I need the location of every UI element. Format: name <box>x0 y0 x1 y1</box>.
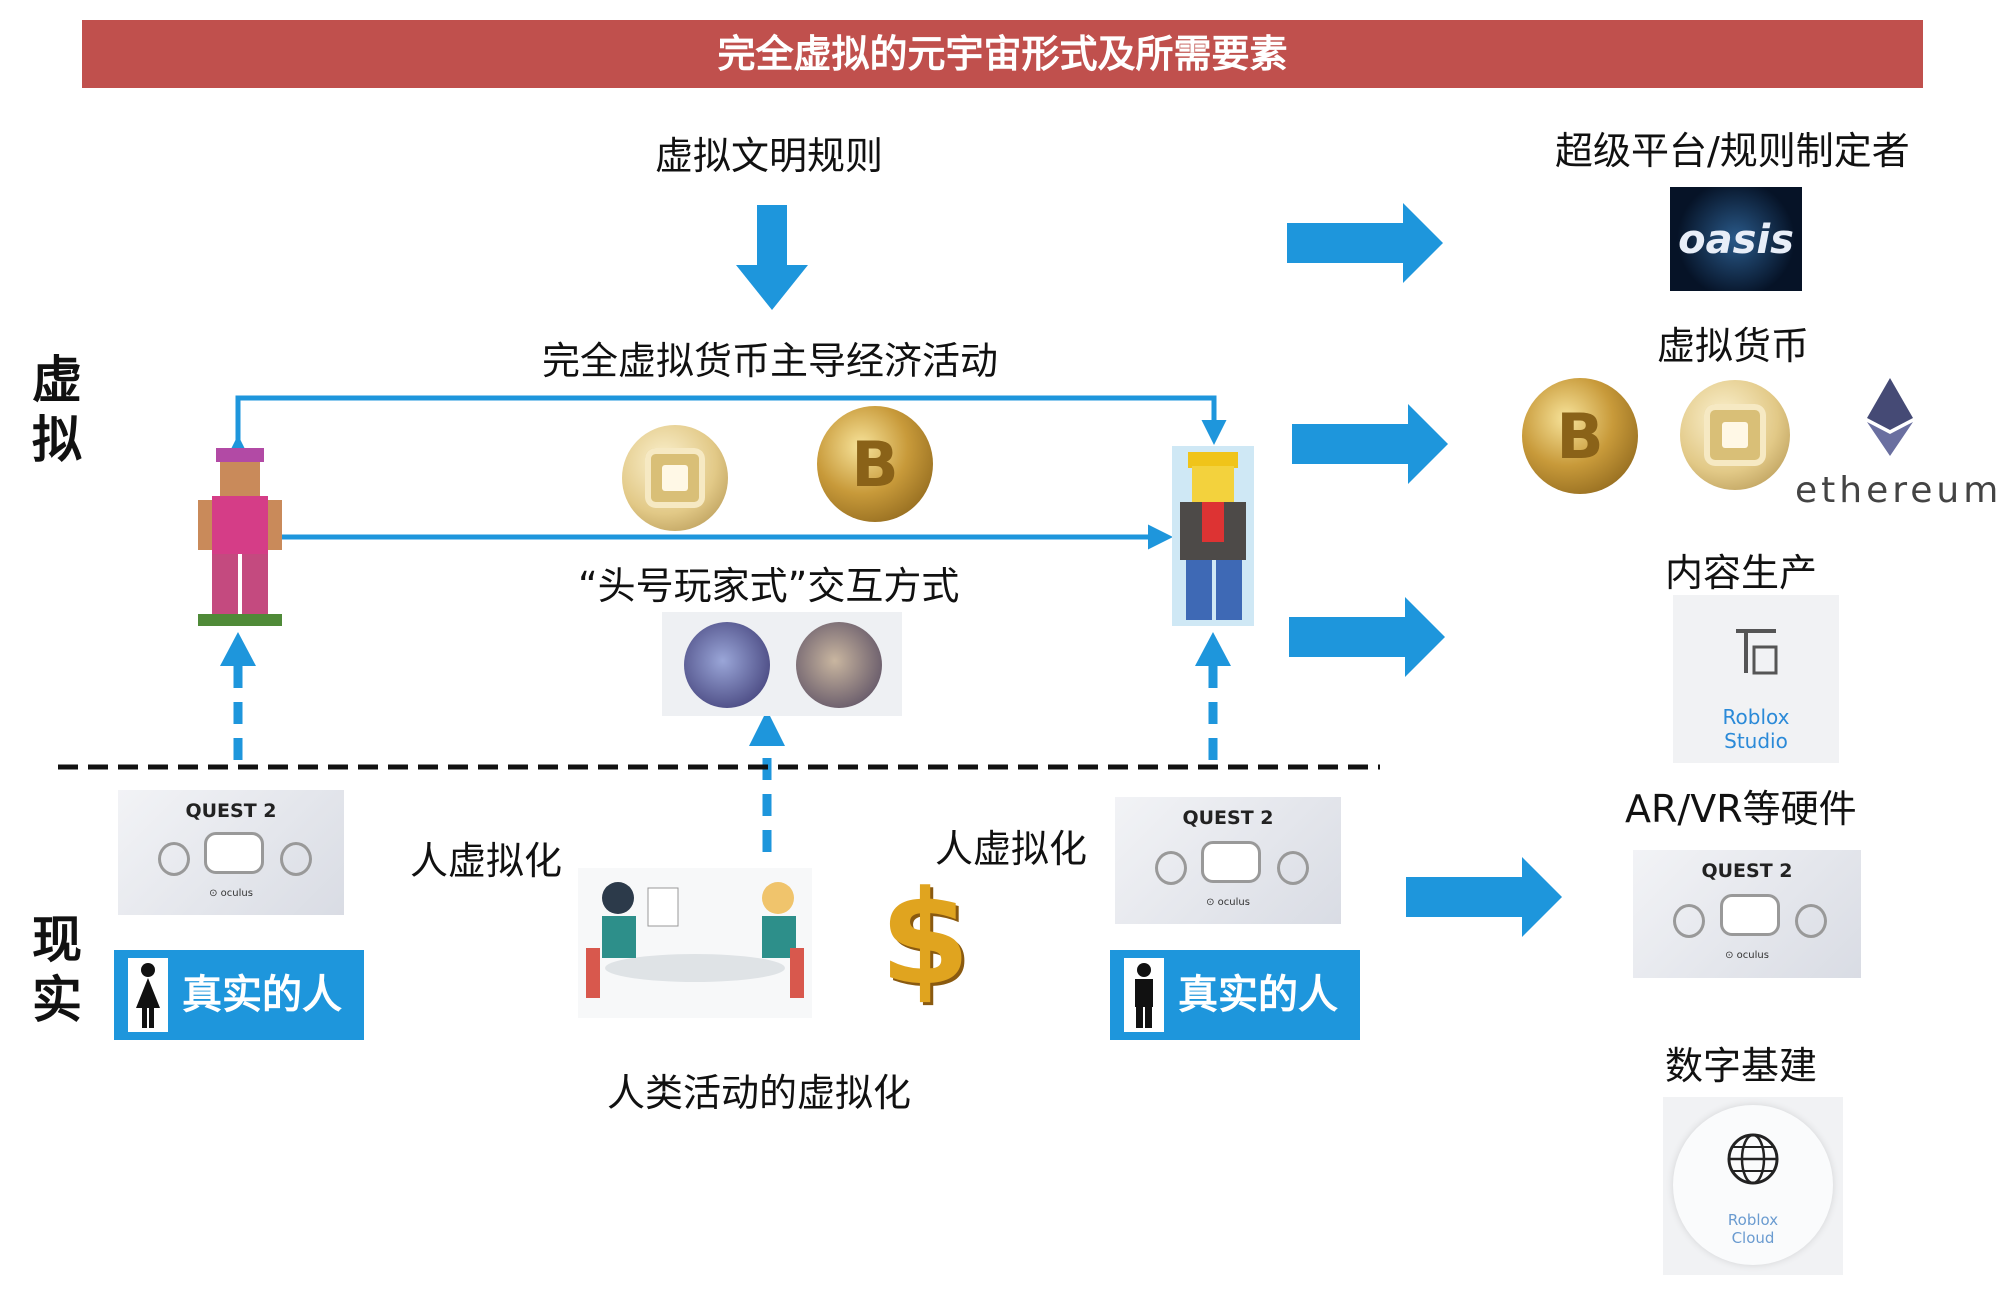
robux-coin-icon <box>622 425 728 531</box>
interaction-thumbnails <box>662 612 902 716</box>
controller-icon <box>280 842 312 876</box>
avatar-right <box>1172 446 1254 626</box>
real-person-text: 真实的人 <box>182 972 342 1018</box>
roblox-word: Roblox <box>1727 1211 1779 1229</box>
ethereum-icon <box>1867 378 1913 456</box>
human-activity-label: 人类活动的虚拟化 <box>607 1071 912 1115</box>
controller-icon <box>1795 904 1827 938</box>
headset-icon <box>1720 894 1780 936</box>
robux-coin-icon <box>1680 380 1790 490</box>
big-right-arrow <box>1287 203 1443 283</box>
headset-icon <box>1201 841 1261 883</box>
virtualize-label-left: 人虚拟化 <box>410 839 563 883</box>
title-banner: 完全虚拟的元宇宙形式及所需要素 <box>82 20 1923 88</box>
crane-icon <box>1736 629 1778 675</box>
quest-title: QUEST 2 <box>185 800 277 822</box>
globe-icon <box>1727 1133 1779 1185</box>
currency-label: 虚拟货币 <box>1657 324 1810 368</box>
roblox-word: Roblox <box>1722 705 1790 729</box>
game-thumbnail-icon <box>684 622 770 708</box>
side-label-virtual: 虚 拟 <box>32 350 92 470</box>
side-char: 虚 <box>32 351 82 409</box>
controller-icon <box>1277 851 1309 885</box>
bitcoin-coin-icon: B <box>817 406 933 522</box>
oculus-logo: ⊙ oculus <box>1206 897 1250 908</box>
economy-label: 完全虚拟货币主导经济活动 <box>542 339 999 383</box>
rules-down-arrow <box>736 205 808 310</box>
woman-icon <box>128 958 168 1032</box>
side-label-reality: 现 实 <box>32 910 92 1030</box>
side-char: 拟 <box>32 411 82 469</box>
oasis-text: oasis <box>1678 217 1794 263</box>
big-right-arrow <box>1292 404 1448 484</box>
ethereum-wordmark: ethereum <box>1795 470 2002 511</box>
studio-word: Studio <box>1724 729 1788 753</box>
man-icon <box>1124 958 1164 1032</box>
controller-icon <box>1155 851 1187 885</box>
oculus-logo: ⊙ oculus <box>1725 950 1769 961</box>
real-person-badge-left: 真实的人 <box>114 950 364 1040</box>
roblox-cloud-text: Roblox Cloud <box>1663 1211 1843 1247</box>
quest-title: QUEST 2 <box>1182 807 1274 829</box>
interaction-label: “头号玩家式”交互方式 <box>578 564 960 608</box>
rules-label: 虚拟文明规则 <box>655 134 884 178</box>
hardware-label: AR/VR等硬件 <box>1625 787 1857 831</box>
roblox-studio-text: Roblox Studio <box>1673 705 1839 753</box>
quest2-card-panel: QUEST 2 ⊙ oculus <box>1633 850 1861 978</box>
real-person-badge-right: 真实的人 <box>1110 950 1360 1040</box>
roblox-studio-logo: Roblox Studio <box>1673 595 1839 763</box>
headset-icon <box>204 832 264 874</box>
avatar-left <box>198 448 282 626</box>
cloud-word: Cloud <box>1731 1229 1775 1247</box>
game-thumbnail-icon <box>796 622 882 708</box>
side-char: 实 <box>32 971 82 1029</box>
oculus-logo: ⊙ oculus <box>209 888 253 899</box>
dollar-icon: $ <box>879 862 971 1014</box>
content-label: 内容生产 <box>1665 551 1818 595</box>
quest-title: QUEST 2 <box>1701 860 1793 882</box>
controller-icon <box>1673 904 1705 938</box>
side-char: 现 <box>32 911 82 969</box>
big-right-arrow <box>1289 597 1445 677</box>
platform-label: 超级平台/规则制定者 <box>1555 129 1910 173</box>
infra-label: 数字基建 <box>1665 1044 1818 1088</box>
bitcoin-coin-icon: B <box>1522 378 1638 494</box>
quest2-card-left: QUEST 2 ⊙ oculus <box>118 790 344 915</box>
real-person-text: 真实的人 <box>1178 972 1338 1018</box>
controller-icon <box>158 842 190 876</box>
cloud-circle <box>1673 1105 1833 1265</box>
oasis-logo: oasis <box>1670 187 1802 291</box>
quest2-card-right: QUEST 2 ⊙ oculus <box>1115 797 1341 924</box>
meeting-illustration <box>578 868 812 1018</box>
roblox-cloud-logo: Roblox Cloud <box>1663 1097 1843 1275</box>
virtualize-label-right: 人虚拟化 <box>935 827 1088 871</box>
big-right-arrow <box>1406 857 1562 937</box>
economy-bracket <box>225 395 1227 460</box>
